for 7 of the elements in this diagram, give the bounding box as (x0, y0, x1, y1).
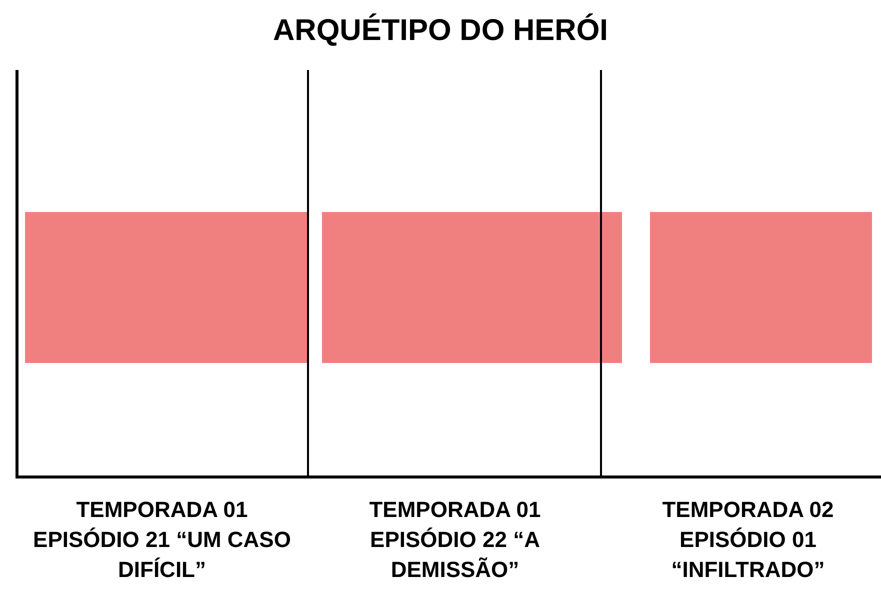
bar (322, 212, 622, 363)
title: ARQUÉTIPO DO HERÓI (272, 14, 610, 48)
episode-label: TEMPORADA 01 EPISÓDIO 21 “UM CASO DIFÍCIL” (32, 496, 292, 584)
episode-label: TEMPORADA 02 EPISÓDIO 01 “INFILTRADO” (661, 496, 835, 584)
episode-label: TEMPORADA 01 EPISÓDIO 22 “A DEMISSÃO” (368, 496, 542, 584)
bar (650, 212, 872, 363)
bar (25, 212, 308, 363)
